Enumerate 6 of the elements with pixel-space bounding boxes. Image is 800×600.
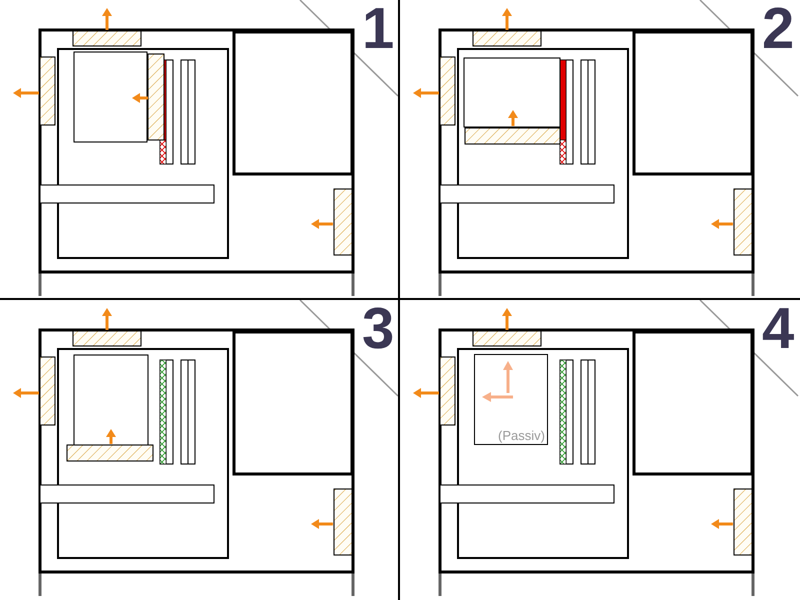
panel-number: 2 [762, 0, 794, 58]
panel-number: 3 [362, 300, 394, 358]
cooler-label: (Passiv) [498, 429, 545, 442]
panel-number: 4 [762, 300, 794, 358]
cpu-cooler [474, 354, 548, 445]
panel-number: 1 [362, 0, 394, 58]
